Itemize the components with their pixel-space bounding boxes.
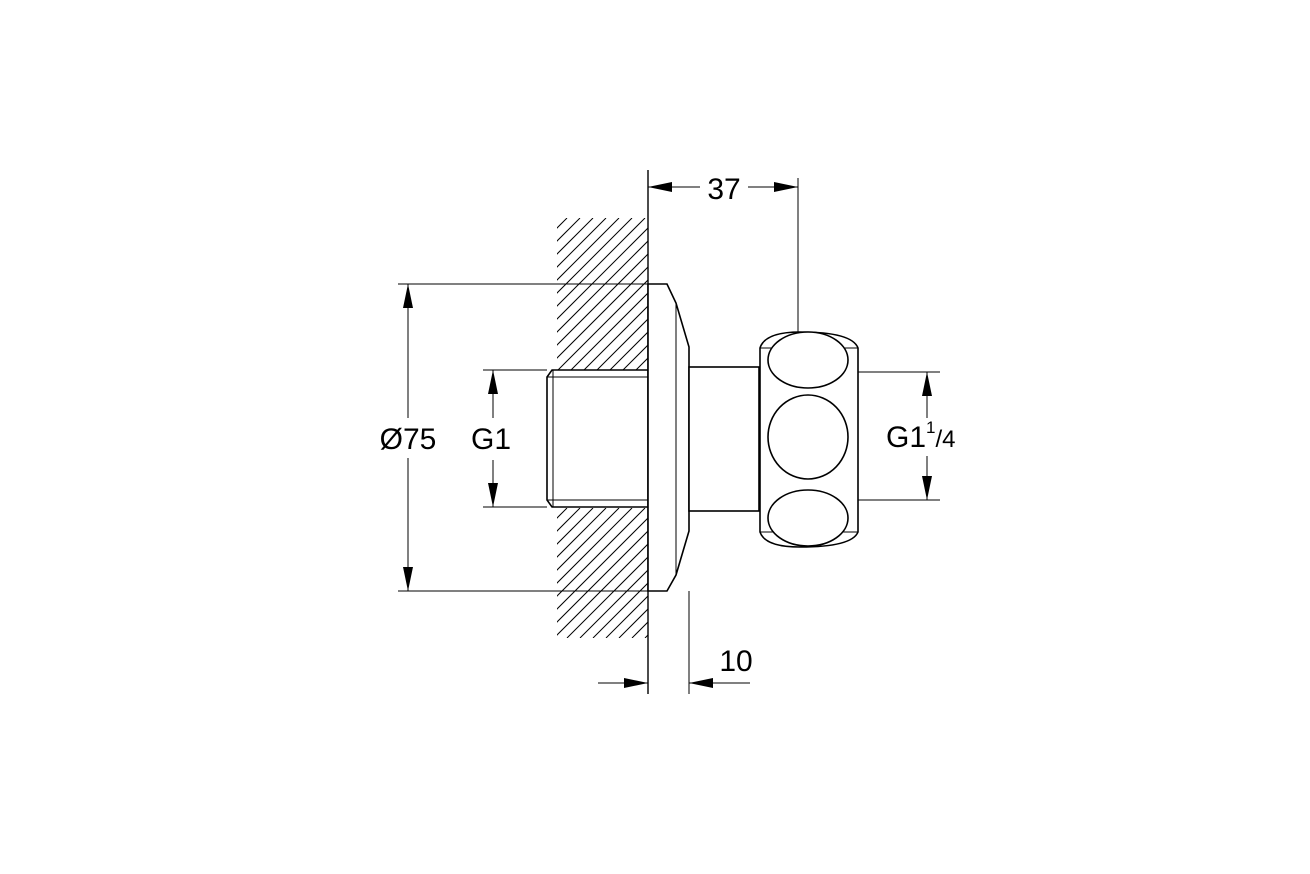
- hatch-line: [402, 218, 554, 370]
- hatch-line: [605, 595, 648, 638]
- rosette-flange: [647, 283, 690, 592]
- hatch-line: [363, 218, 515, 370]
- dimension-label-10: 10: [719, 645, 752, 678]
- hatch-line: [557, 508, 594, 545]
- hatch-line: [570, 292, 648, 370]
- nut-facet-bottom: [767, 489, 849, 547]
- dimension-rosette-offset: 10: [598, 591, 753, 694]
- hatch-line: [285, 218, 437, 370]
- hatch-line: [557, 218, 581, 242]
- nut-facet-middle: [767, 394, 849, 480]
- hatch-line: [320, 508, 450, 638]
- arrowhead-bottom: [488, 483, 498, 507]
- arrowhead-top: [403, 284, 413, 308]
- hatch-line: [557, 253, 648, 346]
- hatch-line: [311, 218, 463, 370]
- inlet-nipple: [546, 369, 649, 508]
- hatch-line: [557, 218, 568, 229]
- body-neck: [688, 366, 760, 512]
- wall-hatch-upper: [285, 218, 648, 370]
- outlet-thread-numerator: 1: [926, 418, 935, 437]
- hatch-line: [337, 218, 489, 370]
- arrowhead-bottom: [403, 567, 413, 591]
- hatch-line: [557, 508, 607, 558]
- hatch-line: [557, 508, 581, 532]
- wall-hatch-lower: [307, 508, 648, 638]
- hatch-line: [579, 569, 648, 638]
- hatch-line: [622, 344, 648, 370]
- hatch-line: [557, 227, 648, 320]
- hatch-line: [583, 305, 648, 370]
- hatch-line: [557, 530, 648, 623]
- hatch-line: [592, 582, 648, 638]
- hatch-line: [298, 218, 450, 370]
- arrowhead-top: [488, 370, 498, 394]
- hatch-line: [557, 218, 633, 294]
- hatch-line: [566, 556, 648, 638]
- hatch-line: [557, 218, 594, 255]
- outlet-thread-main: G1: [886, 421, 926, 454]
- nut-facet-top: [767, 331, 849, 389]
- hatch-line: [350, 218, 502, 370]
- hatch-line: [411, 508, 541, 638]
- hatch-line: [557, 240, 648, 333]
- hatch-line: [557, 543, 648, 636]
- hatch-line: [389, 218, 541, 370]
- hatch-line: [557, 508, 620, 571]
- dimension-inlet-thread: G1: [471, 369, 547, 508]
- arrowhead-bottom: [922, 476, 932, 500]
- arrowhead-right: [774, 182, 798, 192]
- hatch-line: [376, 218, 528, 370]
- dimension-outlet-thread: G11/4: [858, 371, 956, 501]
- dimension-label-inlet-thread: G1: [471, 423, 511, 456]
- outlet-thread-denominator: /4: [936, 426, 956, 453]
- hatch-line: [557, 508, 646, 597]
- dimension-rosette-diameter: Ø75: [380, 283, 648, 592]
- hatch-line: [333, 508, 463, 638]
- hatch-line: [557, 218, 646, 307]
- hatch-line: [557, 517, 648, 610]
- hatch-line: [398, 508, 528, 638]
- arrowhead-top: [922, 372, 932, 396]
- hatch-line: [557, 266, 648, 359]
- hatch-line: [557, 218, 620, 281]
- hatch-line: [372, 508, 502, 638]
- hatch-line: [557, 218, 607, 268]
- hatch-line: [618, 608, 648, 638]
- hatch-line: [359, 508, 489, 638]
- hatch-line: [609, 331, 648, 370]
- dimension-label-diameter: Ø75: [380, 423, 437, 456]
- dimension-label-outlet-thread: G11/4: [886, 418, 956, 454]
- hatch-line: [557, 508, 568, 519]
- hatch-line: [324, 218, 476, 370]
- dimension-projection-depth: 37: [648, 173, 799, 332]
- hatch-line: [596, 318, 648, 370]
- hatch-line: [557, 279, 648, 370]
- dimension-label-37: 37: [707, 173, 740, 206]
- arrowhead-left: [648, 182, 672, 192]
- hatch-line: [307, 508, 437, 638]
- hatch-line: [557, 508, 633, 584]
- arrowhead-left: [624, 678, 648, 688]
- arrowhead-right: [689, 678, 713, 688]
- hatch-line: [424, 508, 554, 638]
